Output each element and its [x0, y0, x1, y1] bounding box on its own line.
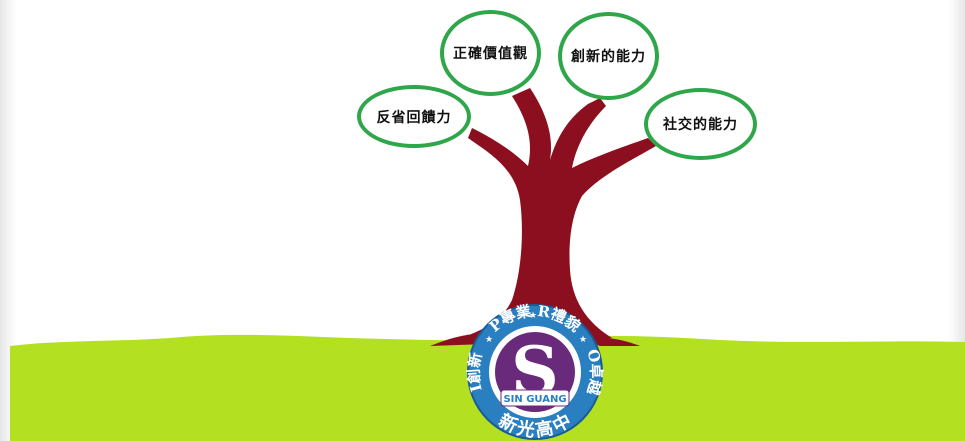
tree-trunk [440, 88, 656, 345]
bubble-label: 創新的能力 [571, 49, 646, 65]
bubble-label: 反省回饋力 [376, 109, 452, 126]
right-edge-shade [949, 0, 965, 441]
bubble-label: 社交的能力 [663, 117, 738, 133]
bubble-label: 正確價值觀 [453, 46, 528, 62]
logo-banner [500, 389, 570, 407]
bubble-reflection-feedback: 反省回饋力 [357, 85, 471, 148]
bubble-social-skills: 社交的能力 [644, 88, 757, 160]
bubble-innovation: 創新的能力 [558, 12, 659, 100]
logo-star-icon: ★ [485, 335, 493, 345]
school-logo: S SIN GUANG P專業 R禮貌 I創新 O卓越 新光高中 ★ ★ [465, 302, 605, 441]
left-edge-shade [0, 0, 16, 441]
logo-star-icon: ★ [529, 311, 537, 321]
logo-ring-text-right: O卓越 [583, 347, 605, 397]
logo-ring-text-left: I創新 [465, 351, 486, 394]
logo-banner-text: SIN GUANG [503, 394, 566, 405]
logo-star-icon: ★ [579, 335, 587, 345]
bubble-correct-values: 正確價值觀 [440, 10, 541, 96]
